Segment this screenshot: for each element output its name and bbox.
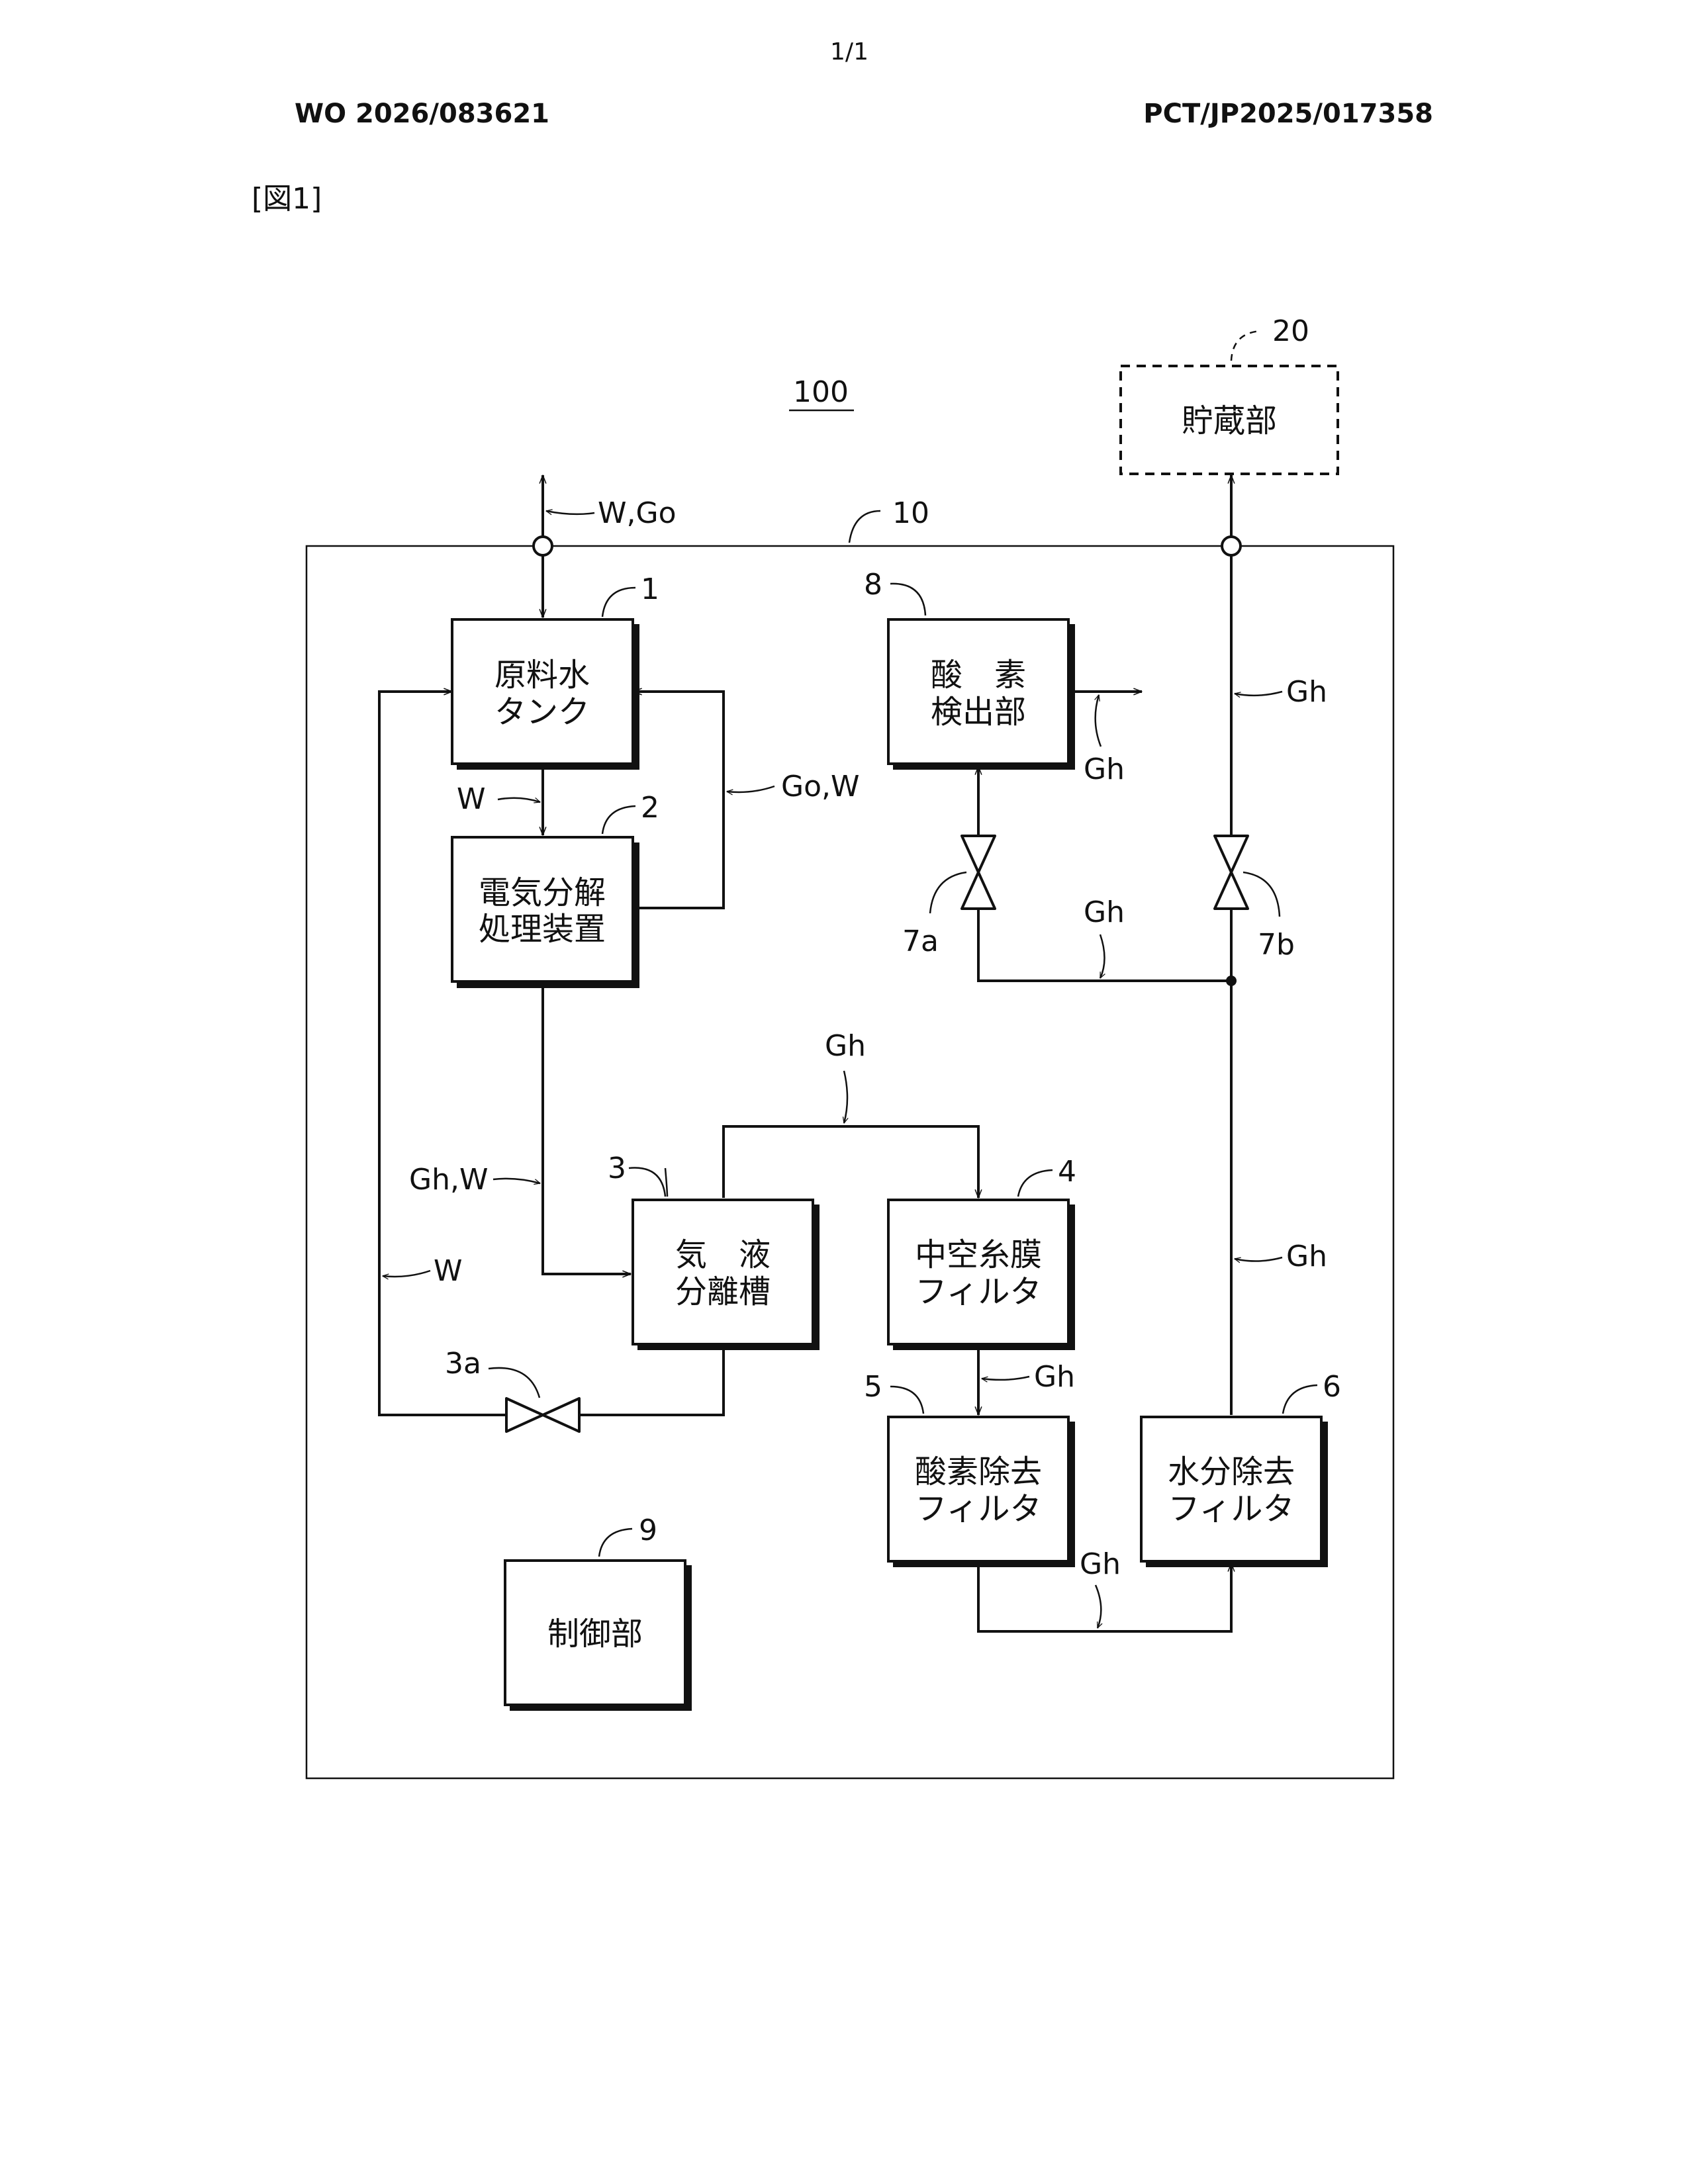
filter4-filter5-flow-label: Gh <box>1034 1360 1075 1394</box>
electrolysis-return-flow-indicator <box>727 786 774 792</box>
storage-flow-label: Gh <box>1286 675 1327 709</box>
hollow-fiber-ref: 4 <box>1058 1155 1076 1189</box>
inlet-flow-label: W,Go <box>598 496 677 530</box>
valve-7b-ref: 7b <box>1258 928 1295 962</box>
storage-ref: 20 <box>1272 314 1309 348</box>
valve-7b <box>1215 836 1248 909</box>
filter6-upward-flow-indicator <box>1235 1257 1282 1261</box>
oxygen-detector-line1: 酸 素 <box>931 657 1026 694</box>
hollow-fiber-line2: フィルタ <box>915 1273 1041 1310</box>
inlet-port-node <box>534 537 552 555</box>
oxygen-detector-ref: 8 <box>864 568 882 602</box>
enclosure-ref: 10 <box>892 496 929 530</box>
electrolysis-device-box: 電気分解 処理装置 <box>452 837 639 988</box>
detector-exhaust-flow-label: Gh <box>1084 752 1125 786</box>
enclosure-leader <box>849 511 880 543</box>
valve-3a-leader <box>489 1368 539 1398</box>
moisture-removal-ref: 6 <box>1323 1370 1341 1404</box>
separator-filter4-flow-indicator <box>844 1071 847 1123</box>
oxygen-detector-line2: 検出部 <box>931 694 1026 731</box>
raw-water-tank-leader <box>602 588 635 617</box>
valve-7b-leader <box>1243 872 1280 917</box>
raw-water-tank-ref: 1 <box>641 572 659 606</box>
valve-7a <box>962 836 995 909</box>
valve-3a <box>506 1398 579 1432</box>
control-unit-ref: 9 <box>639 1514 657 1547</box>
oxygen-removal-line2: フィルタ <box>915 1490 1041 1527</box>
moisture-removal-leader <box>1283 1385 1317 1414</box>
outlet-port-node <box>1222 537 1241 555</box>
electrolysis-line2: 処理装置 <box>479 911 606 948</box>
separator-return-line <box>379 692 505 1415</box>
valve-7a-leader <box>930 872 966 913</box>
filter5-filter6-flow-indicator <box>1096 1585 1101 1628</box>
storage-leader <box>1231 331 1261 361</box>
oxygen-detector-leader <box>890 584 925 615</box>
control-unit-leader <box>599 1529 632 1557</box>
moisture-removal-line1: 水分除去 <box>1168 1453 1295 1490</box>
moisture-removal-line2: フィルタ <box>1168 1490 1294 1527</box>
valve-7a-ref: 7a <box>902 925 939 958</box>
storage-flow-indicator <box>1235 692 1282 696</box>
tank-electrolysis-flow-label: W <box>457 782 486 816</box>
inlet-flow-indicator <box>546 511 594 514</box>
branch-junction-dot <box>1226 976 1237 986</box>
hollow-fiber-leader <box>1018 1170 1053 1197</box>
separator-drain-line-right <box>581 1343 724 1415</box>
junction-valve7a-flow-label: Gh <box>1084 895 1125 929</box>
tank-electrolysis-flow-indicator <box>498 798 540 802</box>
electrolysis-line1: 電気分解 <box>479 874 606 911</box>
oxygen-removal-ref: 5 <box>864 1370 882 1404</box>
electrolysis-leader <box>602 806 635 834</box>
filter6-upward-flow-label: Gh <box>1286 1240 1327 1273</box>
publication-number: WO 2026/083621 <box>295 99 549 129</box>
separator-to-filter4-line <box>724 1126 978 1198</box>
oxygen-detector-box: 酸 素 検出部 <box>888 619 1075 770</box>
page-number: 1/1 <box>830 38 868 66</box>
raw-water-tank-line2: タンク <box>494 694 590 731</box>
filter4-filter5-flow-indicator <box>982 1377 1029 1380</box>
separator-return-flow-indicator <box>383 1271 430 1277</box>
separator-line2: 分離槽 <box>675 1273 771 1310</box>
junction-valve7a-flow-indicator <box>1100 934 1105 978</box>
separator-return-flow-label: W <box>434 1254 463 1288</box>
separator-line1: 気 液 <box>675 1236 771 1273</box>
gas-liquid-separator-box: 気 液 分離槽 <box>633 1200 820 1350</box>
oxygen-removal-leader <box>890 1387 923 1414</box>
filter5-filter6-flow-label: Gh <box>1080 1547 1121 1581</box>
control-unit-label: 制御部 <box>547 1615 643 1653</box>
oxygen-removal-filter-box: 酸素除去 フィルタ <box>888 1417 1075 1567</box>
raw-water-tank-line1: 原料水 <box>494 657 590 694</box>
moisture-removal-filter-box: 水分除去 フィルタ <box>1141 1417 1328 1567</box>
separator-leader <box>665 1168 667 1197</box>
separator-filter4-flow-label: Gh <box>825 1029 866 1063</box>
hollow-fiber-filter-box: 中空糸膜 フィルタ <box>888 1200 1075 1350</box>
hollow-fiber-line1: 中空糸膜 <box>915 1236 1042 1273</box>
separator-ref: 3 <box>608 1152 626 1185</box>
separator-leader-curve <box>629 1168 665 1197</box>
oxygen-removal-line1: 酸素除去 <box>915 1453 1042 1490</box>
storage-label: 貯蔵部 <box>1182 402 1277 439</box>
detector-exhaust-flow-indicator <box>1096 695 1101 747</box>
valve-3a-ref: 3a <box>445 1347 481 1381</box>
electrolysis-to-separator-line <box>543 981 631 1274</box>
electrolysis-separator-flow-indicator <box>493 1179 540 1183</box>
system-ref: 100 <box>793 375 849 409</box>
raw-water-tank-box: 原料水 タンク <box>452 619 639 770</box>
figure-label: [図1] <box>252 182 322 216</box>
electrolysis-ref: 2 <box>641 791 659 825</box>
application-number: PCT/JP2025/017358 <box>1143 99 1433 129</box>
electrolysis-separator-flow-label: Gh,W <box>409 1163 488 1197</box>
electrolysis-return-flow-label: Go,W <box>781 770 860 803</box>
control-unit-box: 制御部 <box>505 1561 692 1711</box>
